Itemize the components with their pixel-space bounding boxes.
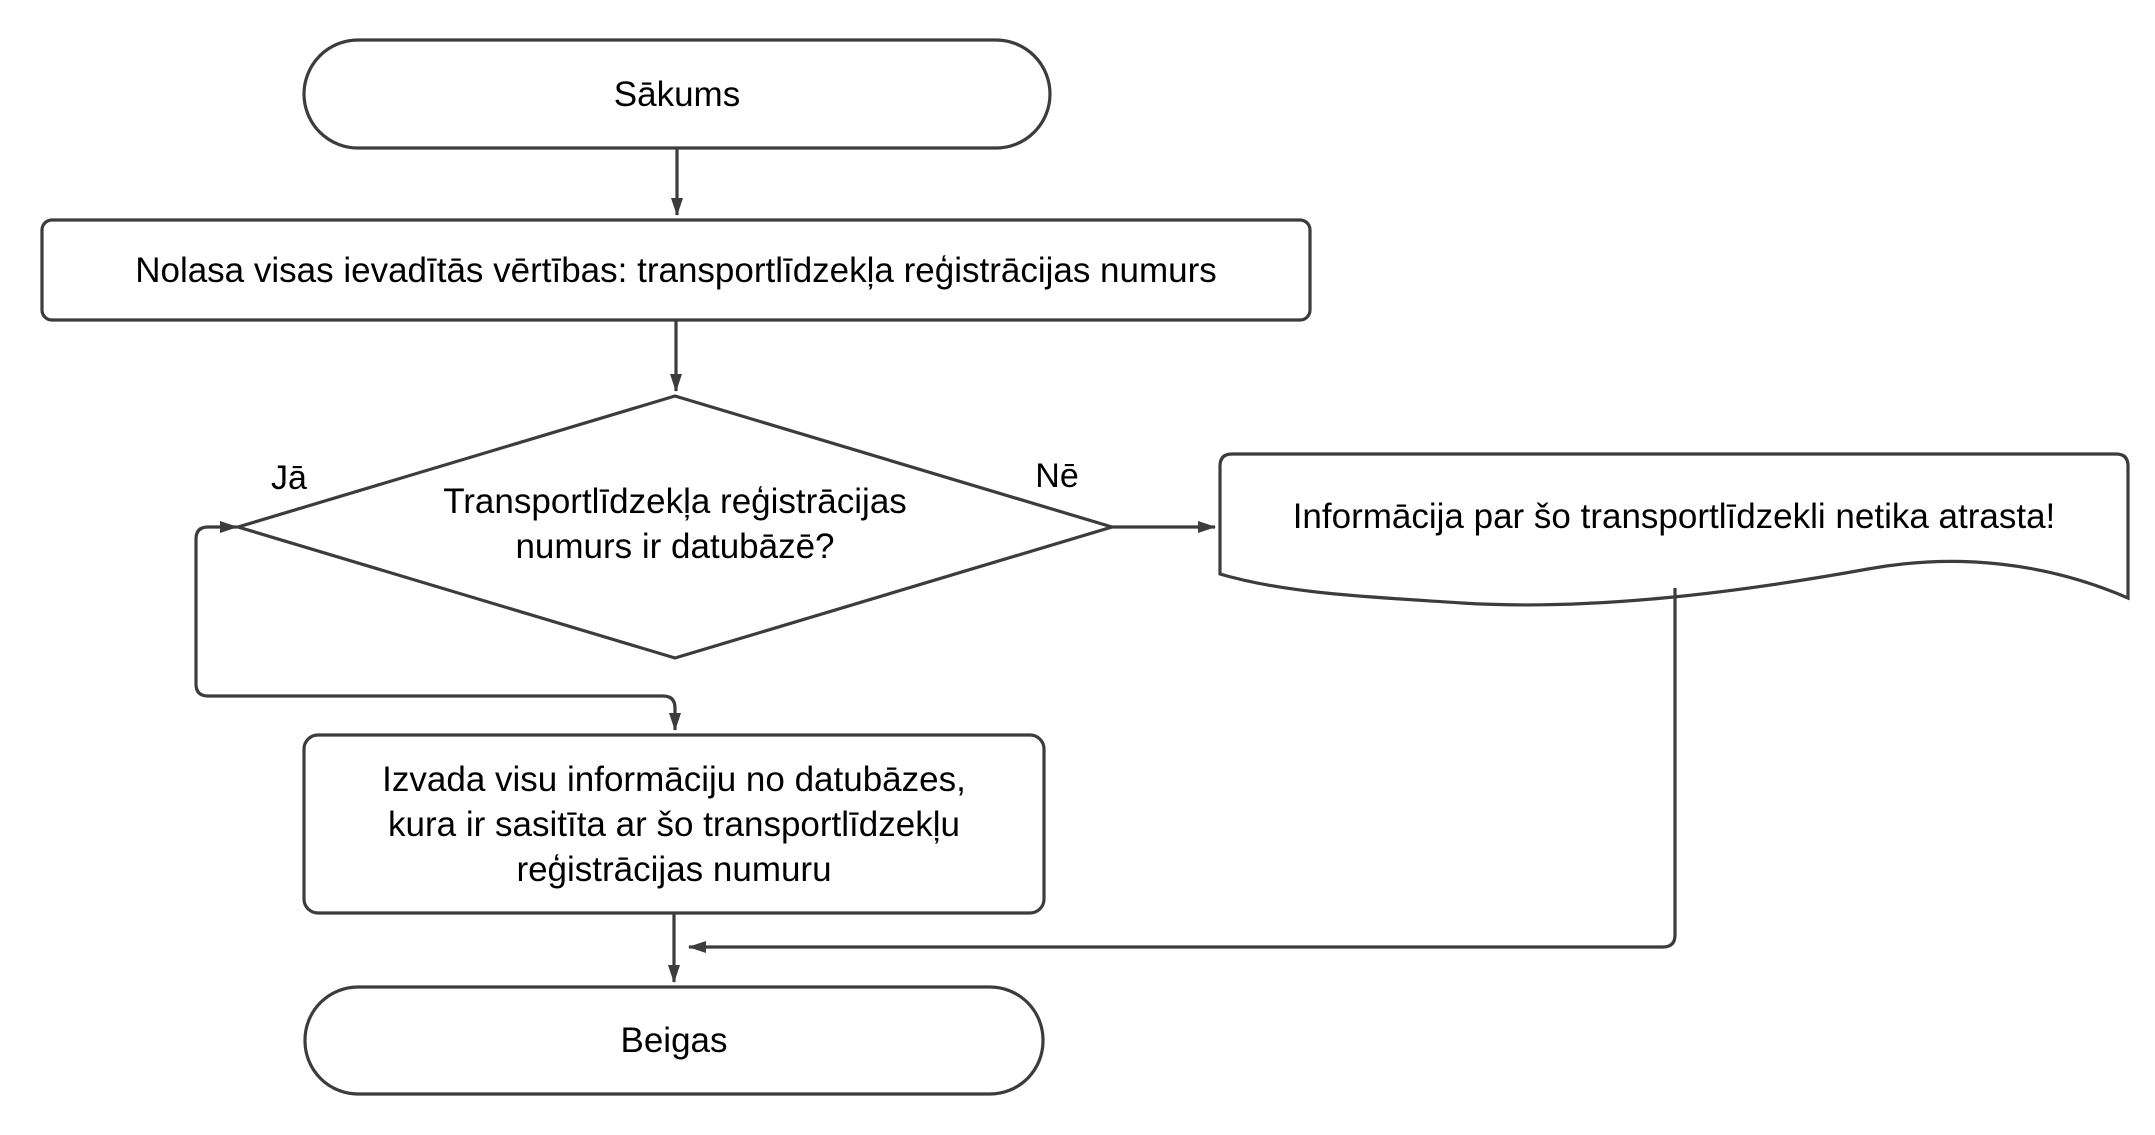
not-found-document-shape xyxy=(1218,452,2130,607)
end-terminator-shape xyxy=(303,985,1045,1096)
yes-branch-label: Jā xyxy=(271,459,307,497)
decision-label-line-2: numurs ir datubāzē? xyxy=(515,527,834,566)
edge-not-found-to-merge xyxy=(688,588,1677,953)
start-terminator-label: Sākums xyxy=(614,75,740,114)
edge-decision-to-output xyxy=(194,521,681,731)
not-found-document-label: Informācija par šo transportlīdzekli net… xyxy=(1293,497,2056,536)
decision-label-line-1: Transportlīdzekļa reģistrācijas xyxy=(443,482,907,521)
end-terminator-label: Beigas xyxy=(620,1021,727,1060)
no-branch-label: Nē xyxy=(1035,457,1078,495)
output-info-label-line-3: reģistrācijas numuru xyxy=(516,850,831,889)
read-input-process-label: Nolasa visas ievadītās vērtības: transpo… xyxy=(135,251,1217,290)
output-info-label-line-2: kura ir sasitīta ar šo transportlīdzekļu xyxy=(388,805,960,844)
output-info-label-line-1: Izvada visu informāciju no datubāzes, xyxy=(382,760,966,799)
